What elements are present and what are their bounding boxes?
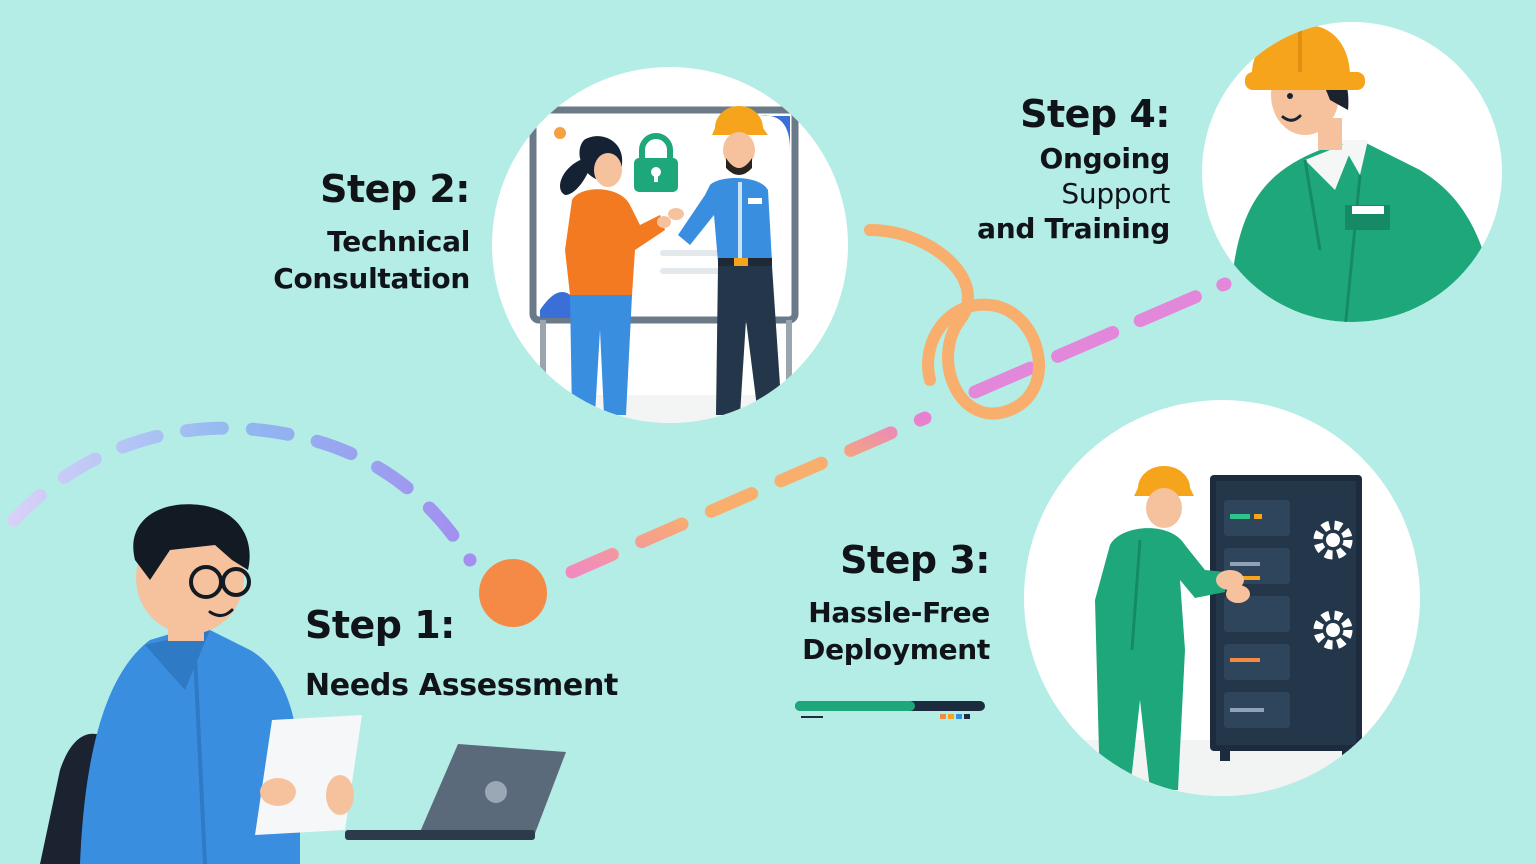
- step3-heading: Step 3:: [840, 538, 990, 582]
- step3-title-line2: Deployment: [802, 632, 990, 666]
- step2-label: Step 2: Technical Consultation: [230, 167, 470, 298]
- step2-title-line1: Technical: [327, 224, 470, 258]
- step3-title-line1: Hassle-Free: [808, 595, 990, 629]
- laptop-icon: [345, 744, 566, 840]
- step1-label: Step 1: Needs Assessment: [305, 603, 619, 703]
- server-rack-icon: [1210, 475, 1362, 761]
- step1-heading: Step 1:: [305, 603, 455, 647]
- step2-title-line2: Consultation: [273, 261, 470, 295]
- gear-icon: [1313, 520, 1353, 650]
- step4-title-line3: and Training: [977, 211, 1170, 245]
- assessment-illustration: [40, 504, 566, 864]
- deployment-progress-bar: [795, 701, 985, 719]
- step4-title-line1: Ongoing: [1039, 141, 1171, 175]
- step1-title: Needs Assessment: [305, 667, 619, 703]
- step4-heading: Step 4:: [1020, 92, 1170, 136]
- deployment-illustration: [1024, 400, 1420, 796]
- padlock-icon: [634, 133, 678, 192]
- step4-label: Step 4: Ongoing Support and Training: [960, 92, 1171, 246]
- step2-heading: Step 2:: [320, 167, 470, 211]
- progress-path: [7, 224, 1232, 579]
- document-icon: [255, 715, 362, 835]
- step3-label: Step 3: Hassle-Free Deployment: [785, 538, 990, 669]
- consultation-illustration: [492, 67, 848, 423]
- step4-title-line2: Support: [1061, 176, 1170, 210]
- step1-marker: [479, 559, 547, 627]
- support-illustration: [1202, 22, 1502, 322]
